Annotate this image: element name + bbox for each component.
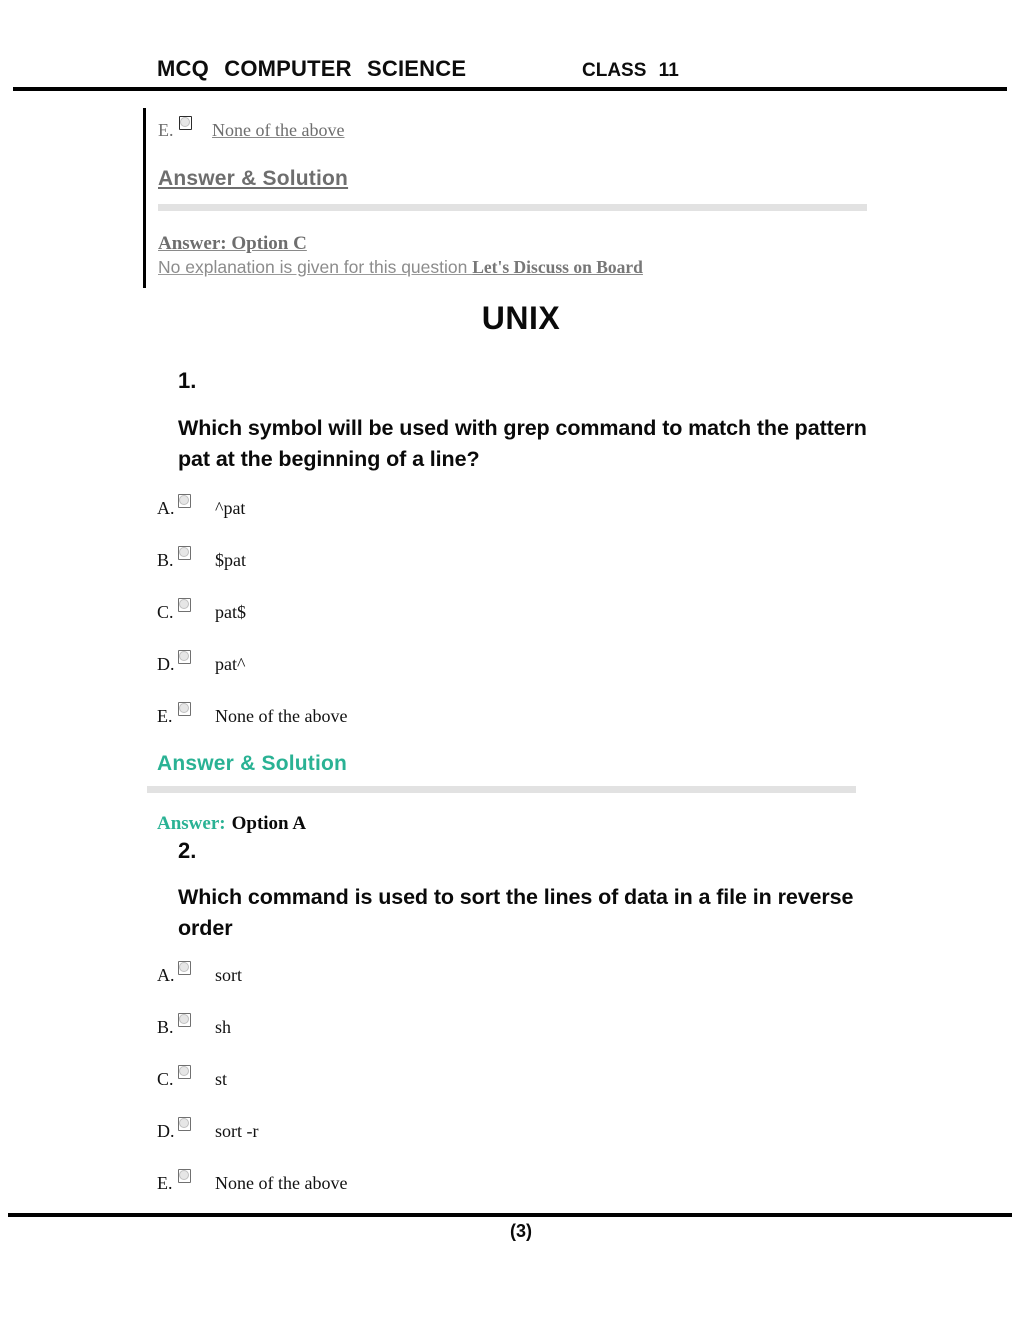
option-row-c[interactable]: C. pat$: [157, 598, 347, 622]
option-text: None of the above: [215, 1173, 348, 1193]
option-label: D.: [157, 654, 175, 674]
class-label: CLASS 11: [582, 60, 679, 81]
option-text: pat^: [215, 654, 246, 674]
option-label: B.: [157, 1017, 174, 1037]
footer-rule: [8, 1213, 1012, 1217]
broken-image-icon[interactable]: [178, 650, 191, 664]
option-row-e[interactable]: E. None of the above: [157, 702, 348, 726]
discuss-on-board-link[interactable]: Let's Discuss on Board: [472, 257, 643, 277]
option-row-e[interactable]: E. None of the above: [157, 1169, 348, 1193]
answer-option-link-previous[interactable]: Answer: Option C: [158, 233, 307, 254]
broken-image-icon[interactable]: [178, 598, 191, 612]
option-label: E.: [157, 706, 173, 726]
option-text: st: [215, 1069, 228, 1089]
broken-image-icon[interactable]: [178, 702, 191, 716]
option-text: pat$: [215, 602, 246, 622]
option-label: B.: [157, 550, 174, 570]
answer-value: Option A: [231, 813, 307, 834]
broken-image-icon[interactable]: [178, 1169, 191, 1183]
broken-image-icon[interactable]: [178, 546, 191, 560]
option-text: sort: [215, 965, 242, 985]
explanation-text: No explanation is given for this questio…: [158, 257, 473, 277]
document-title: MCQ COMPUTER SCIENCE: [157, 56, 467, 81]
option-text: $pat: [215, 550, 246, 570]
broken-image-icon[interactable]: [179, 116, 192, 130]
broken-image-icon[interactable]: [178, 1013, 191, 1027]
answer-solution-heading: Answer & Solution: [157, 752, 348, 775]
answer-label: Answer:: [157, 813, 226, 834]
question-2-text: Which command is used to sort the lines …: [178, 885, 854, 940]
option-row-e-previous[interactable]: E. None of the above: [158, 116, 883, 141]
option-label: E.: [158, 120, 174, 140]
header-rule: [13, 87, 1007, 91]
option-label: A.: [157, 965, 175, 985]
answer-solution-heading-previous[interactable]: Answer & Solution: [158, 167, 349, 190]
option-text[interactable]: None of the above: [212, 120, 345, 140]
broken-image-icon[interactable]: [178, 1117, 191, 1131]
question-1-options: A. ^pat B. $pat C. pat$ D. pat^ E. None of th…: [157, 494, 348, 726]
page-number: (3): [510, 1221, 532, 1241]
answer-line: Answer:Option A: [157, 813, 306, 835]
option-label: C.: [157, 1069, 174, 1089]
option-label: C.: [157, 602, 174, 622]
question-2-options: A. sort B. sh C. st D. sort -r E. None of the…: [157, 961, 348, 1193]
question-2-number: 2.: [178, 838, 197, 863]
option-text: sh: [215, 1017, 232, 1037]
question-1-number: 1.: [178, 368, 197, 393]
previous-question-block: E. None of the above Answer & Solution An…: [143, 108, 883, 288]
option-row-a[interactable]: A. sort: [157, 961, 347, 985]
section-divider: [158, 204, 867, 211]
option-row-a[interactable]: A. ^pat: [157, 494, 347, 518]
option-row-c[interactable]: C. st: [157, 1065, 347, 1089]
option-row-b[interactable]: B. sh: [157, 1013, 347, 1037]
broken-image-icon[interactable]: [178, 494, 191, 508]
question-1-text: Which symbol will be used with grep comm…: [178, 416, 867, 471]
option-row-b[interactable]: B. $pat: [157, 546, 347, 570]
option-text: ^pat: [215, 498, 246, 518]
option-row-d[interactable]: D. pat^: [157, 650, 347, 674]
section-divider: [147, 786, 856, 793]
option-row-d[interactable]: D. sort -r: [157, 1117, 347, 1141]
option-label: E.: [157, 1173, 173, 1193]
broken-image-icon[interactable]: [178, 961, 191, 975]
option-label: D.: [157, 1121, 175, 1141]
broken-image-icon[interactable]: [178, 1065, 191, 1079]
section-title: UNIX: [481, 300, 561, 336]
option-text: sort -r: [215, 1121, 259, 1141]
option-label: A.: [157, 498, 175, 518]
option-text: None of the above: [215, 706, 348, 726]
no-explanation-text: No explanation is given for this questio…: [158, 257, 883, 278]
